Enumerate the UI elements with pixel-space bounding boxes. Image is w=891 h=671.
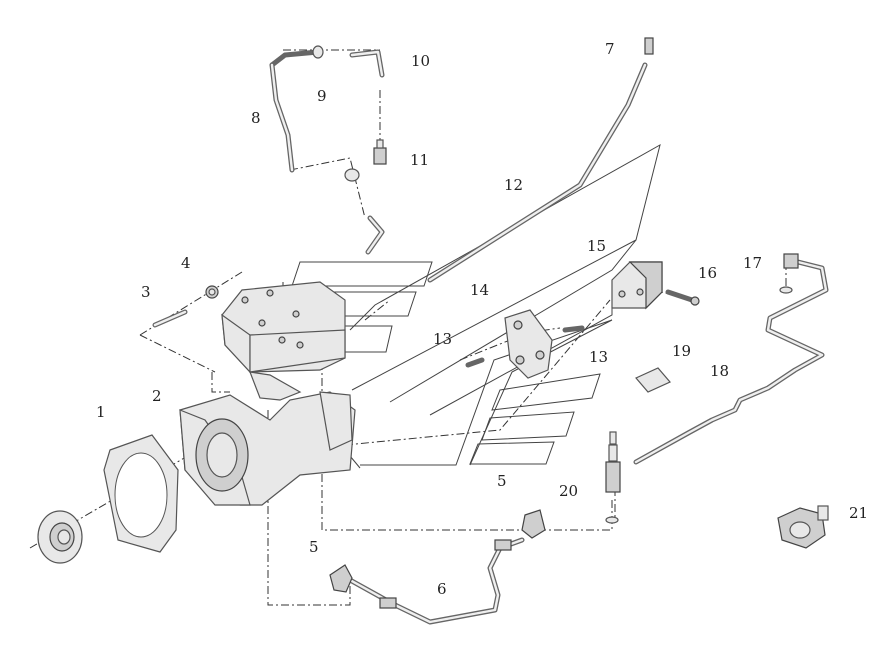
label-part-11: 11	[410, 151, 429, 169]
label-part-5-center: 5	[497, 472, 507, 490]
label-part-6: 6	[437, 580, 447, 598]
label-part-19: 19	[672, 342, 691, 360]
label-part-9: 9	[317, 87, 327, 105]
stud-bolt-part	[152, 309, 188, 328]
label-part-3: 3	[141, 283, 151, 301]
label-part-7: 7	[605, 40, 615, 58]
label-part-5-left: 5	[309, 538, 319, 556]
sensor-part	[605, 431, 621, 524]
label-part-15: 15	[587, 237, 606, 255]
bolt-part	[665, 289, 700, 306]
valve-block-part	[611, 261, 663, 310]
label-part-13-left: 13	[433, 330, 452, 348]
label-part-12: 12	[504, 176, 523, 194]
hose-part	[269, 45, 385, 182]
pipe-part	[427, 37, 654, 283]
label-part-20: 20	[559, 482, 578, 500]
label-part-18: 18	[710, 362, 729, 380]
label-part-1: 1	[96, 403, 106, 421]
label-part-10: 10	[411, 52, 430, 70]
plug-part	[777, 505, 829, 549]
label-part-16: 16	[698, 264, 717, 282]
compressor-body-part	[179, 281, 356, 506]
flange-plate-part	[37, 510, 83, 564]
bracket-part	[465, 309, 585, 379]
label-part-17: 17	[743, 254, 762, 272]
clip-part	[635, 367, 671, 393]
part-labels: 1 2 3 4 5 5 6 7 8 9 10 11 12 13 13 14 15…	[96, 40, 868, 598]
gasket-part	[103, 434, 179, 553]
label-part-13-right: 13	[589, 348, 608, 366]
elbow-hose-part	[365, 215, 385, 255]
nut-part	[205, 285, 219, 299]
label-part-2: 2	[152, 387, 162, 405]
label-part-4: 4	[181, 254, 191, 272]
fitting-part	[373, 139, 387, 165]
label-part-14: 14	[470, 281, 489, 299]
label-part-21: 21	[849, 504, 868, 522]
long-pipe-part	[633, 253, 829, 465]
label-part-8: 8	[251, 109, 261, 127]
lower-pipe-part	[329, 509, 546, 625]
